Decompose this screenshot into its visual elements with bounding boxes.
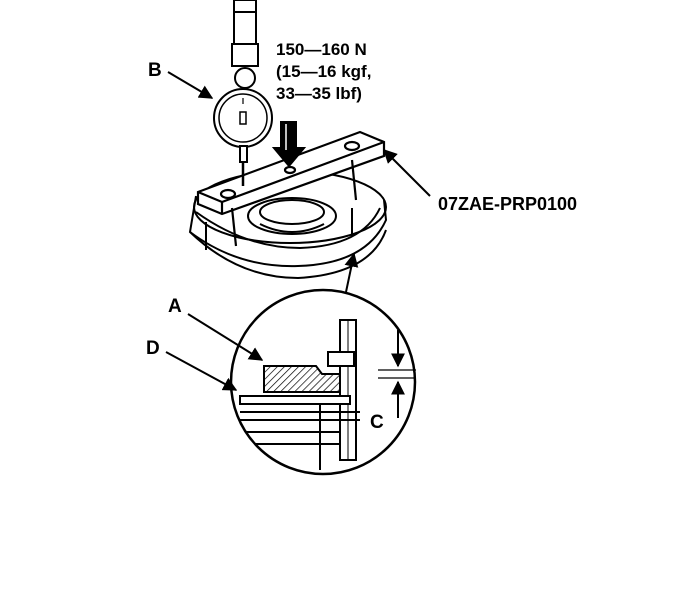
force-spec-line3: 33—35 lbf) [276,84,362,103]
label-a: A [168,296,182,317]
leader-line-detail [344,252,359,293]
leader-line-b [167,71,214,99]
pressure-plate-hatched [263,365,341,393]
leader-line-tool [383,149,431,197]
label-d: D [146,338,160,359]
force-spec-line2: (15—16 kgf, [276,62,371,81]
leader-line-d [165,351,238,391]
label-b: B [148,60,162,81]
force-spec-line1: 150—160 N [276,40,367,59]
clutch-drum [188,170,388,280]
tool-part-number: 07ZAE-PRP0100 [438,194,577,214]
dial-indicator [213,0,273,186]
force-arrow-icon [271,121,307,168]
leader-line-a [187,313,264,361]
detail-view-circle [229,288,417,476]
label-c: C [370,412,384,433]
